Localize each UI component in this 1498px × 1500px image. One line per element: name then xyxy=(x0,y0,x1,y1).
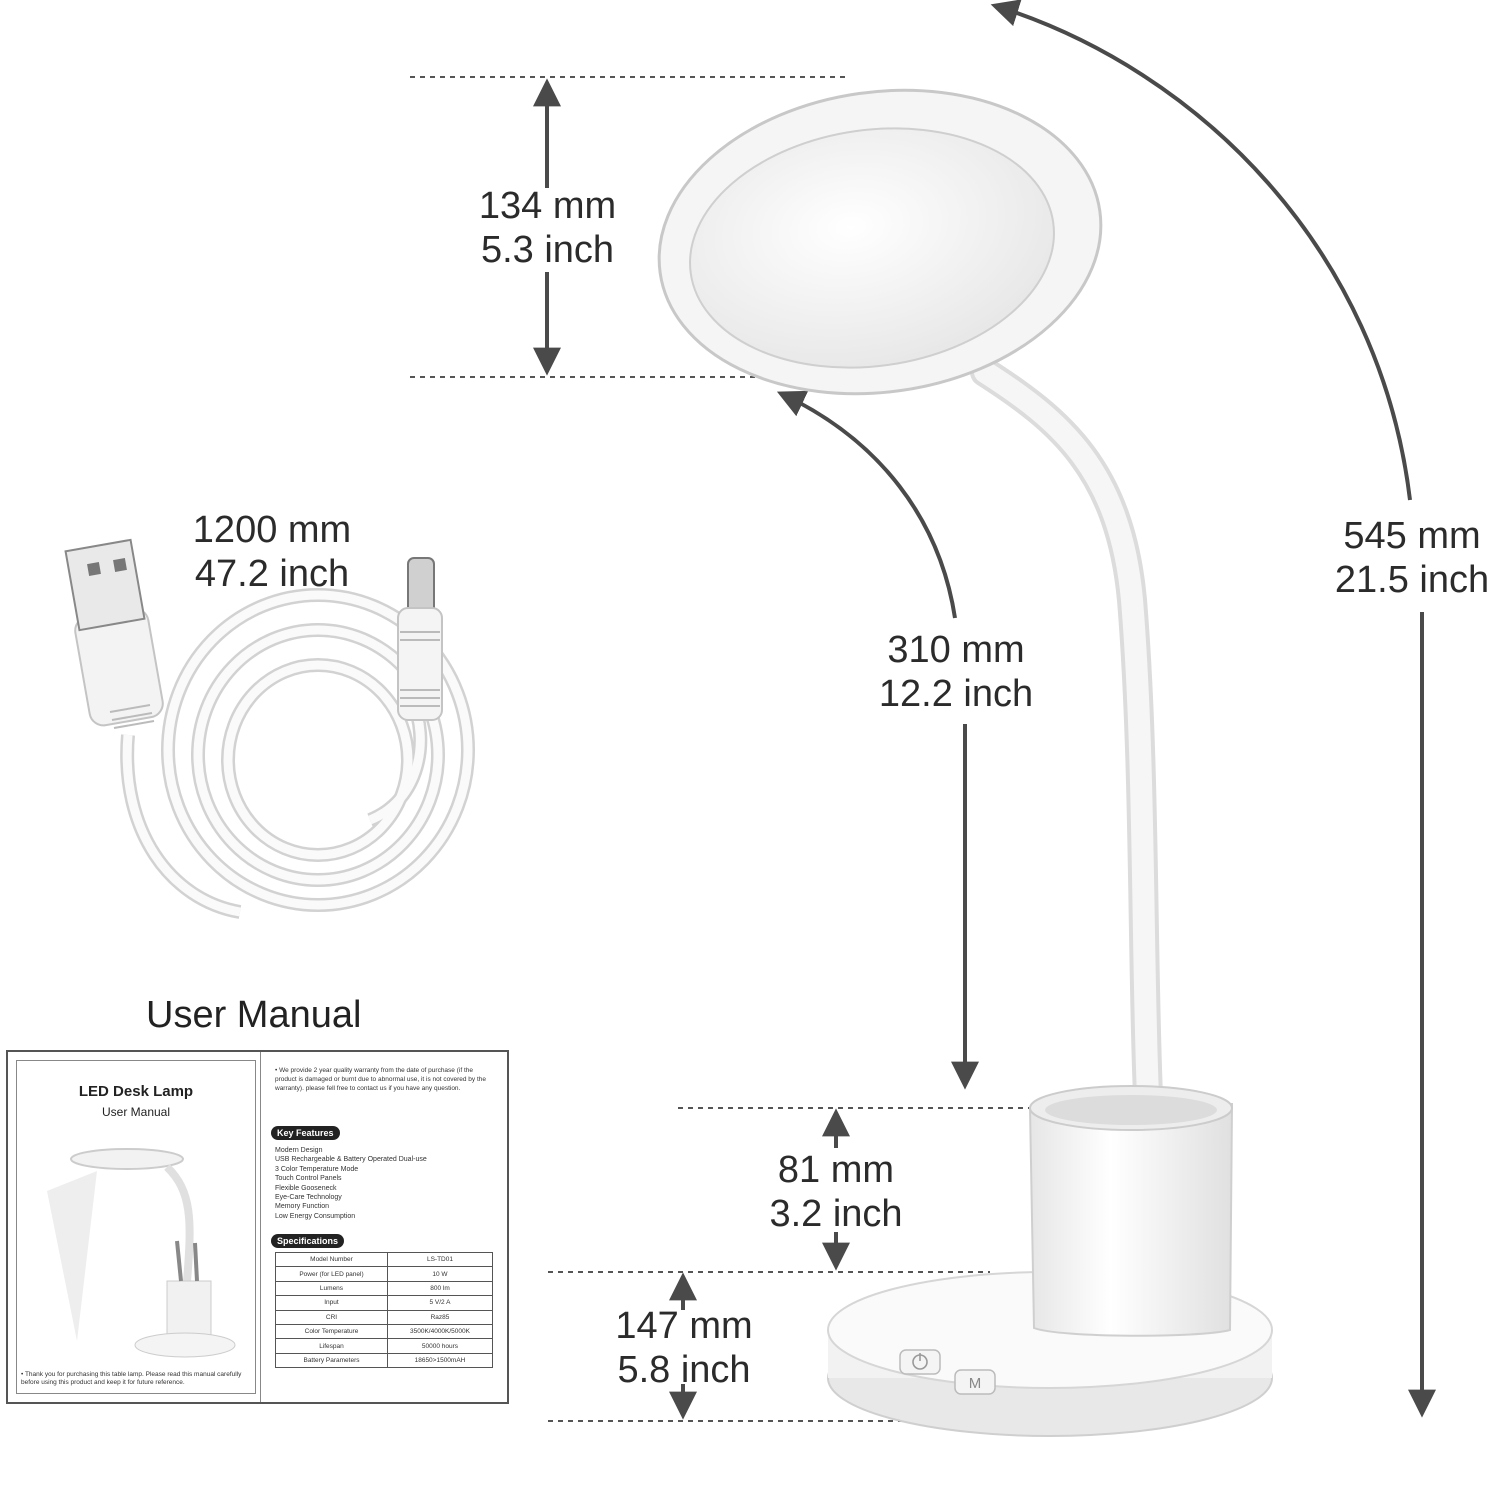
manual-thank-you-note: • Thank you for purchasing this table la… xyxy=(21,1371,242,1386)
manual-title: LED Desk Lamp xyxy=(78,1083,194,1100)
mode-button[interactable]: M xyxy=(954,1369,996,1395)
manual-lamp-image xyxy=(47,1148,236,1358)
user-manual-booklet: LED Desk Lamp User Manual • Thank you fo… xyxy=(6,1050,509,1404)
feature-item: Low Energy Consumption xyxy=(275,1212,356,1220)
head-height-label: 134 mm 5.3 inch xyxy=(478,185,617,271)
feature-item: Modern Design xyxy=(275,1147,323,1154)
gooseneck xyxy=(970,357,1163,1111)
cable-length-label: 1200 mm 47.2 inch xyxy=(192,509,352,595)
manual-inside-page: • We provide 2 year quality warranty fro… xyxy=(260,1052,505,1402)
dc-plug xyxy=(397,557,443,721)
specifications-badge: Specifications xyxy=(271,1234,345,1248)
total-height-arrow-curve xyxy=(990,0,1412,501)
feature-item: Touch Control Panels xyxy=(275,1175,342,1183)
key-features-badge: Key Features xyxy=(271,1126,340,1140)
manual-subtitle: User Manual xyxy=(101,1105,171,1119)
pen-holder xyxy=(1028,1102,1234,1337)
base-diameter-label: 147 mm 5.8 inch xyxy=(615,1305,753,1391)
table-row: Power (for LED panel)10 W xyxy=(275,1266,494,1282)
manual-cover: LED Desk Lamp User Manual • Thank you fo… xyxy=(16,1060,256,1394)
gooseneck-arrow-curve xyxy=(776,390,957,619)
key-features-list: Modern Design USB Rechargeable & Battery… xyxy=(275,1146,427,1221)
holder-height-label: 81 mm 3.2 inch xyxy=(769,1149,903,1235)
manual-warranty: • We provide 2 year quality warranty fro… xyxy=(275,1067,487,1092)
feature-item: Memory Function xyxy=(275,1203,330,1211)
gooseneck-length-label: 310 mm 12.2 inch xyxy=(878,629,1034,715)
total-height-label: 545 mm 21.5 inch xyxy=(1334,515,1490,601)
lamp-head-panel xyxy=(689,127,1055,369)
usb-cable xyxy=(64,538,475,919)
feature-item: Flexible Gooseneck xyxy=(275,1184,337,1192)
power-button[interactable] xyxy=(899,1349,941,1375)
feature-item: USB Rechargeable & Battery Operated Dual… xyxy=(275,1156,427,1164)
user-manual-heading: User Manual xyxy=(146,994,362,1036)
dimension-arrows xyxy=(533,0,1436,1420)
usb-plug xyxy=(64,538,164,729)
svg-text:M: M xyxy=(969,1375,982,1392)
feature-item: Eye-Care Technology xyxy=(275,1194,342,1202)
feature-item: 3 Color Temperature Mode xyxy=(275,1165,359,1173)
desk-lamp: M xyxy=(657,88,1273,1437)
